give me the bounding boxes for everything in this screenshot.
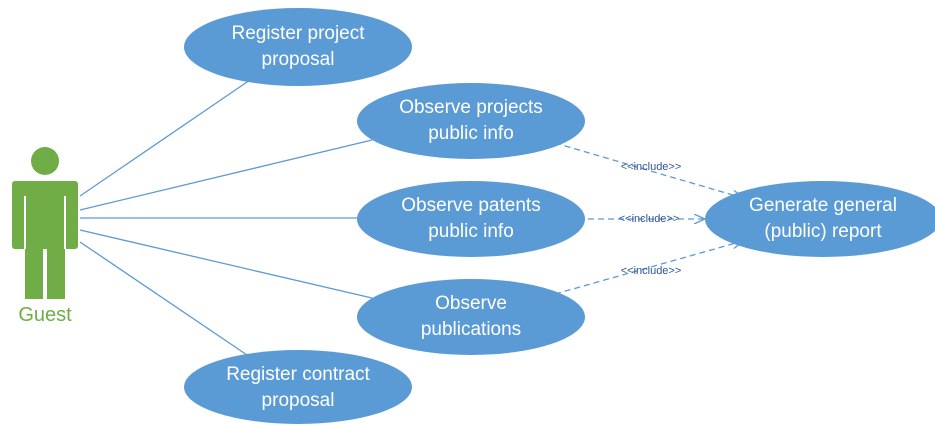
actor-label: Guest bbox=[18, 304, 72, 326]
use-case-label-line2: publications bbox=[421, 319, 521, 340]
include-label-publications: <<include>> bbox=[621, 265, 682, 277]
use-case-label-line2: (public) report bbox=[764, 221, 882, 242]
use-case-generate-report: Generate general (public) report bbox=[705, 181, 935, 257]
association-observe-publications bbox=[79, 229, 373, 299]
include-dependencies: <<include>> <<include>> <<include>> bbox=[554, 142, 743, 295]
association-register-contract bbox=[79, 241, 251, 358]
use-case-register-project: Register project proposal bbox=[184, 8, 412, 86]
use-case-label-line1: Observe patents bbox=[401, 195, 540, 216]
use-case-label-line2: proposal bbox=[262, 49, 335, 70]
use-case-register-contract: Register contract proposal bbox=[184, 350, 412, 424]
use-case-observe-projects: Observe projects public info bbox=[357, 83, 585, 159]
use-case-label-line2: public info bbox=[428, 221, 514, 242]
association-observe-projects bbox=[79, 139, 373, 211]
use-case-label-line1: Observe bbox=[435, 293, 507, 314]
use-case-label-line1: Register contract bbox=[226, 364, 370, 385]
person-icon bbox=[12, 147, 78, 299]
include-arrow-projects bbox=[554, 142, 743, 198]
include-label-projects: <<include>> bbox=[621, 161, 682, 173]
use-case-label-line1: Generate general bbox=[749, 195, 897, 216]
use-case-label-line1: Register project bbox=[231, 23, 365, 44]
use-case-observe-patents: Observe patents public info bbox=[357, 181, 585, 257]
include-arrow-publications bbox=[554, 241, 743, 295]
use-case-label-line2: proposal bbox=[262, 390, 335, 411]
include-label-patents: <<include>> bbox=[619, 213, 680, 225]
actor-guest: Guest bbox=[12, 147, 78, 326]
association-register-project bbox=[79, 79, 251, 197]
use-case-label-line2: public info bbox=[428, 123, 514, 144]
use-case-label-line1: Observe projects bbox=[399, 97, 543, 118]
use-case-observe-publications: Observe publications bbox=[357, 279, 585, 355]
associations bbox=[79, 79, 373, 358]
